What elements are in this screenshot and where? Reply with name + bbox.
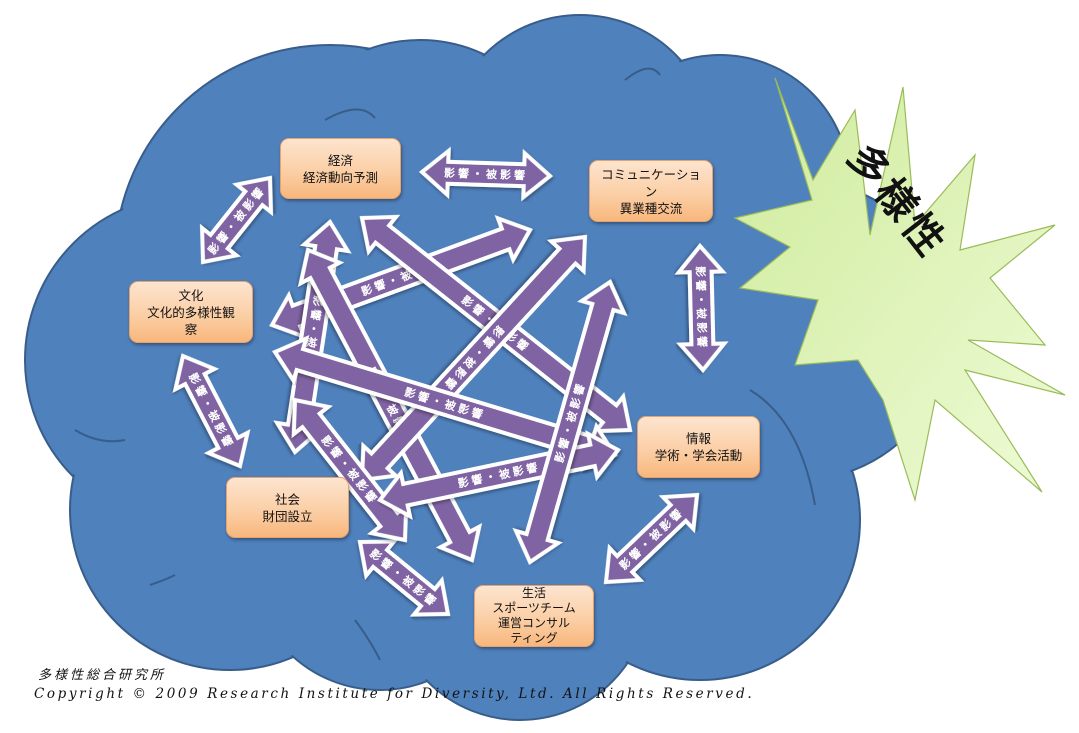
- node-culture-subtitle-2: 察: [184, 321, 198, 337]
- node-communication-subtitle: 異業種交流: [619, 200, 683, 216]
- node-life-subtitle-1: スポーツチーム: [492, 601, 576, 615]
- node-information[interactable]: 情報 学術・学会活動: [637, 416, 760, 478]
- node-life-title: 生活: [521, 586, 546, 600]
- double-arrow-icon: [199, 175, 274, 265]
- node-society-title: 社会: [274, 491, 300, 507]
- node-information-title: 情報: [685, 431, 711, 446]
- node-information-subtitle: 学術・学会活動: [654, 448, 743, 463]
- node-life[interactable]: 生活 スポーツチーム 運営コンサル ティング: [474, 585, 594, 647]
- node-economy-subtitle: 経済動向予測: [302, 169, 378, 185]
- connection-arrow-economy-communication: 影響・被影響: [418, 146, 554, 202]
- node-culture[interactable]: 文化 文化的多様性観 察: [129, 281, 253, 343]
- diversity-burst: [733, 77, 1066, 503]
- node-economy-title: 経済: [327, 152, 353, 168]
- arrow-label: 影響・被影響: [693, 266, 709, 350]
- double-arrow-icon: [291, 397, 409, 543]
- node-communication-title-2: ン: [644, 183, 658, 199]
- double-arrow-icon: [603, 492, 700, 585]
- organization-name: 多様性総合研究所: [38, 668, 167, 683]
- double-arrow-icon: [418, 146, 554, 202]
- node-economy[interactable]: 経済 経済動向予測: [280, 138, 401, 199]
- node-culture-subtitle-1: 文化的多様性観: [147, 304, 235, 320]
- double-arrow-icon: [512, 279, 628, 565]
- node-communication-title-1: コミュニケーショ: [601, 166, 701, 182]
- node-life-subtitle-2: 運営コンサル: [497, 616, 570, 630]
- arrow-label: 影響・被影響: [444, 166, 528, 183]
- node-culture-title: 文化: [178, 287, 204, 303]
- node-society[interactable]: 社会 財団設立: [226, 477, 349, 538]
- copyright-notice: Copyright © 2009 Research Institute for …: [34, 686, 755, 702]
- double-arrow-icon: [357, 539, 451, 617]
- node-communication[interactable]: コミュニケーショ ン 異業種交流: [589, 160, 713, 222]
- double-arrow-icon: [172, 353, 251, 469]
- double-arrow-icon: [674, 242, 729, 374]
- node-life-subtitle-3: ティング: [510, 631, 558, 645]
- connection-arrow-communication-information: 影響・被影響: [674, 242, 729, 374]
- node-society-subtitle: 財団設立: [262, 508, 313, 524]
